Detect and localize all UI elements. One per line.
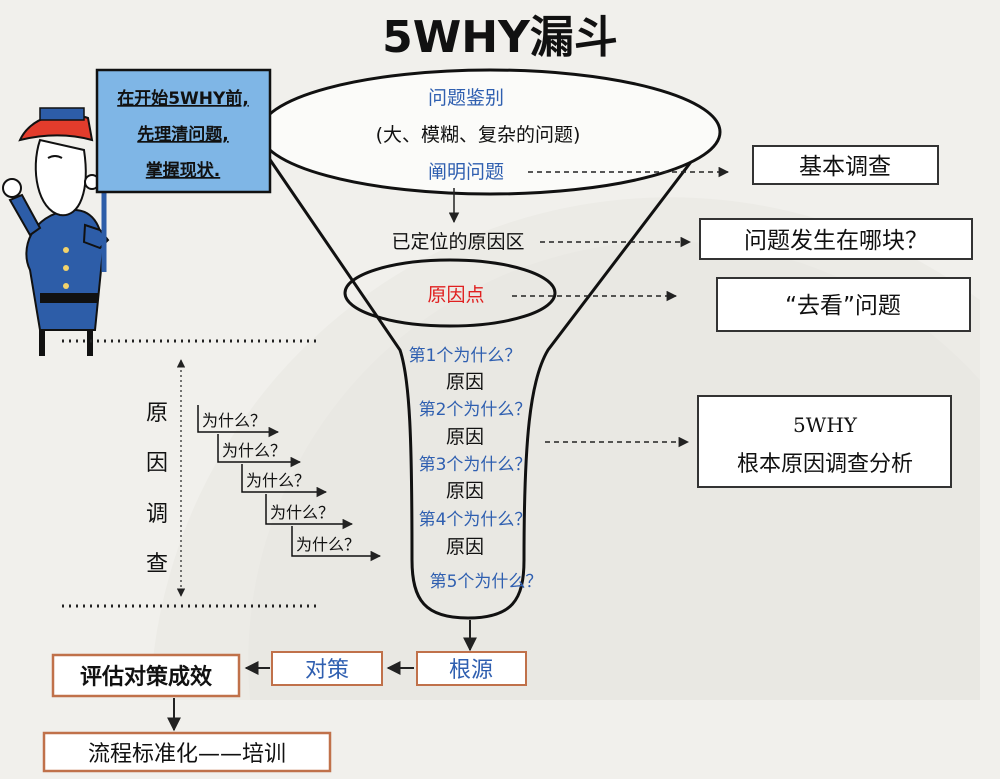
standardize-box: 流程标准化——培训 [42,731,332,773]
why-2: 第2个为什么？ [419,400,532,420]
sign-line-1: 在开始5WHY前, [117,88,249,109]
evaluate-box: 评估对策成效 [51,653,241,698]
basic-survey-box: 基本调查 [752,145,939,185]
why-4: 第4个为什么？ [419,510,532,530]
standardize-label: 流程标准化——培训 [88,742,286,767]
go-see-box: “去看”问题 [716,277,971,332]
where-box: 问题发生在哪块？ [699,218,973,260]
evaluate-label: 评估对策成效 [80,664,212,690]
cause-4: 原因 [446,536,484,558]
stair-why-5: 为什么？ [296,535,360,554]
sign-line-2: 先理清问题, [137,124,228,145]
go-see-label: “去看”问题 [785,293,901,319]
cause-2: 原因 [446,426,484,448]
why-1: 第1个为什么？ [409,346,522,366]
clarify-label: 阐明问题 [428,161,504,183]
why-stairs: 为什么？ 为什么？ 为什么？ 为什么？ 为什么？ [197,405,382,562]
stair-why-4: 为什么？ [270,503,334,522]
root-label: 根源 [449,658,493,683]
funnel-body [260,147,702,620]
stair-why-2: 为什么？ [222,441,286,460]
analysis-line1: 5WHY [793,413,858,437]
sign-board: 在开始5WHY前, 先理清问题, 掌握现状. [95,68,272,194]
investigation-char-3: 调 [146,502,168,527]
cause-1: 原因 [446,371,484,393]
cause-point-label: 原因点 [427,284,484,306]
countermeasure-box: 对策 [271,651,383,686]
why-3: 第3个为什么？ [419,455,532,475]
identify-label: 问题鉴别 [428,87,504,109]
investigation-char-2: 因 [146,451,168,476]
cause-point-ellipse [343,258,557,328]
sign-line-3: 掌握现状. [146,160,220,181]
countermeasure-label: 对策 [305,658,349,683]
stair-why-3: 为什么？ [246,471,310,490]
where-label: 问题发生在哪块？ [744,228,928,254]
investigation-char-4: 查 [146,552,168,577]
located-area-label: 已定位的原因区 [391,231,524,253]
stair-why-1: 为什么？ [202,411,266,430]
identify-note: (大、模糊、复杂的问题) [376,124,581,146]
inspector-character [2,107,110,356]
investigation-char-1: 原 [146,401,168,426]
page-title: 5WHY漏斗 [382,12,618,63]
basic-survey-label: 基本调查 [799,154,891,180]
why-5: 第5个为什么？ [430,572,543,592]
analysis-box: 5WHY 根本原因调查分析 [697,395,952,488]
analysis-line2: 根本原因调查分析 [737,452,913,477]
cause-3: 原因 [446,480,484,502]
root-box: 根源 [416,651,527,686]
